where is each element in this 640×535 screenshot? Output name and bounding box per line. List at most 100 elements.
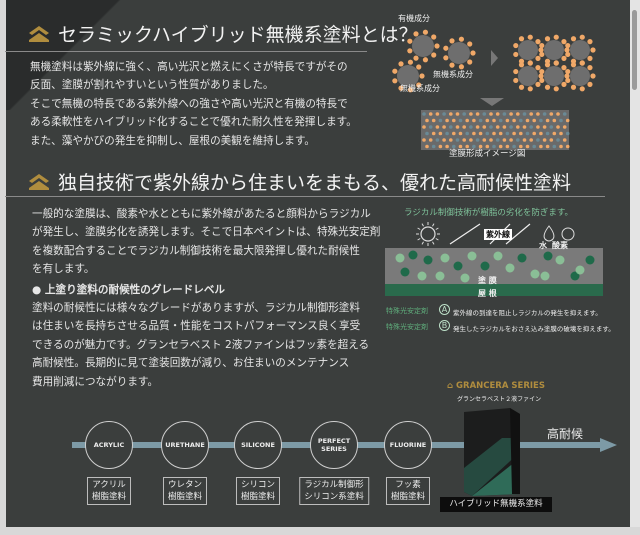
inorganic-particle	[407, 59, 414, 65]
label-inorganic: 無機系成分	[400, 84, 440, 93]
arrow-down-icon	[480, 98, 504, 106]
inorganic-particle	[422, 57, 429, 63]
particle	[478, 118, 483, 123]
inorganic-particle	[544, 62, 551, 68]
stabilizer-particle	[555, 255, 565, 265]
particle	[472, 131, 476, 136]
particle	[498, 144, 503, 149]
section2-heading: 独自技術で紫外線から住まいをまもる、優れた高耐候性塗料	[28, 168, 571, 195]
particle	[428, 112, 433, 116]
particle	[509, 112, 513, 116]
text-line: を有します。	[32, 263, 95, 276]
particle	[431, 118, 436, 123]
inorganic-particle	[565, 68, 571, 75]
particle	[522, 125, 527, 129]
product-can-image	[464, 408, 520, 496]
scrollbar[interactable]	[630, 0, 640, 535]
inorganic-particle	[539, 77, 545, 84]
particle	[472, 118, 476, 123]
inorganic-particle	[561, 65, 567, 71]
particle	[475, 138, 480, 142]
particle	[536, 125, 540, 129]
inorganic-particle	[570, 36, 577, 42]
inorganic-particle	[398, 85, 404, 91]
inorganic-particle	[565, 42, 571, 49]
inorganic-particle	[587, 39, 593, 45]
text-line: 一般的な塗膜は、酸素や水とともに紫外線があたると顔料からラジカル	[32, 208, 371, 220]
label-inorganic: 無機系成分	[433, 70, 473, 79]
particle	[522, 138, 527, 142]
grade-label: アクリル樹脂塗料	[86, 477, 132, 505]
particle	[562, 112, 567, 116]
inorganic-particle	[535, 39, 541, 45]
uv-label: 紫外線	[484, 229, 512, 240]
sun-ray	[435, 227, 439, 230]
inorganic-particle	[527, 60, 533, 66]
stabilizer-particle	[493, 251, 503, 261]
inorganic-particle	[458, 64, 465, 70]
particle	[542, 138, 547, 142]
particle	[435, 138, 440, 142]
particle	[449, 112, 453, 116]
inorganic-particle	[535, 55, 541, 61]
particle	[502, 138, 507, 142]
particle	[455, 138, 460, 142]
sun-ray	[417, 238, 421, 241]
inorganic-particle	[538, 73, 544, 79]
particle	[525, 118, 530, 123]
particle	[428, 138, 433, 142]
particle	[485, 144, 490, 149]
stabilizer-particle	[423, 255, 433, 265]
grade-circle: URETHANE	[161, 421, 209, 469]
particle	[442, 138, 446, 142]
particle	[435, 112, 440, 116]
particle	[462, 138, 466, 142]
inorganic-particle	[407, 48, 413, 54]
text-line: 塗料の耐候性には様々なグレードがありますが、ラジカル制御形塗料	[32, 302, 360, 314]
inorganic-particle	[467, 41, 473, 47]
particle	[549, 112, 554, 116]
particle	[542, 125, 547, 129]
inorganic-particle	[398, 61, 404, 67]
stabilizer-particle	[530, 269, 540, 279]
text-line: が発生し、塗膜劣化を誘発します。そこで日本ペイントは、特殊光安定剤	[32, 226, 381, 239]
particle	[449, 138, 453, 142]
inorganic-particle	[535, 81, 541, 87]
particle	[545, 118, 550, 123]
inorganic-particle	[518, 62, 525, 68]
particle	[482, 112, 487, 116]
particle	[532, 144, 536, 149]
inorganic-particle	[527, 86, 533, 92]
particle	[422, 125, 426, 129]
grade-label: ウレタン樹脂塗料	[162, 477, 208, 505]
particle	[495, 138, 500, 142]
particle	[445, 144, 449, 149]
particle	[505, 144, 510, 149]
particle	[498, 131, 503, 136]
inorganic-particle	[513, 51, 519, 58]
organic-particle	[570, 40, 590, 60]
inorganic-particle	[587, 65, 593, 71]
inorganic-particle	[579, 86, 585, 92]
inorganic-particle	[407, 38, 413, 44]
particle	[458, 144, 463, 149]
particle	[519, 144, 523, 149]
divider	[5, 196, 605, 197]
uv-arrow	[505, 223, 531, 245]
particle	[485, 118, 490, 123]
inorganic-particle	[527, 34, 533, 40]
particle	[516, 112, 520, 116]
series-logo: ⌂ GRANCERA SERIES	[447, 381, 545, 391]
text-line: 無機塗料は紫外線に強く、高い光沢と燃えにくさが特長ですがその	[30, 61, 348, 73]
roof-layer	[385, 284, 603, 296]
grade-body: 塗料の耐候性には様々なグレードがありますが、ラジカル制御形塗料は住まいを長持ちさ…	[32, 299, 369, 391]
grade-label-line: シリコン系塗料	[304, 492, 364, 502]
particle	[478, 144, 483, 149]
particle	[465, 144, 469, 149]
inorganic-particle	[553, 86, 559, 92]
organic-particle	[570, 66, 590, 86]
particle	[565, 131, 570, 136]
sun-icon	[420, 226, 436, 242]
scrollbar-thumb[interactable]	[632, 10, 637, 90]
section1-title: セラミックハイブリッド無機系塗料とは？	[58, 24, 418, 46]
